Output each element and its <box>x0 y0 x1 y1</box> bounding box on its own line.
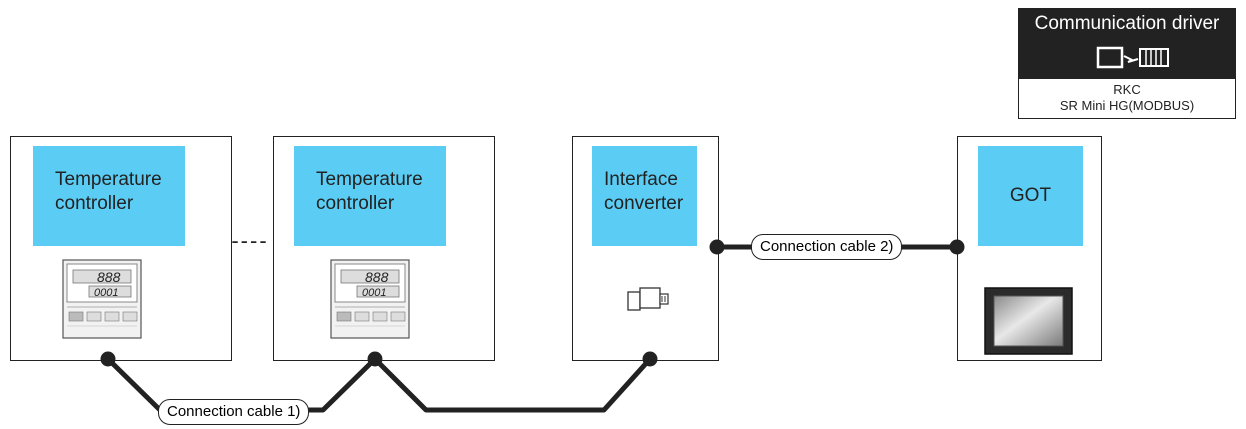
cable-1-endpoint-converter <box>642 351 658 367</box>
temperature-controller-2-label: Temperature controller <box>294 146 446 246</box>
temperature-controller-1-line1: Temperature <box>55 169 162 190</box>
got-label: GOT <box>978 146 1083 246</box>
communication-driver-badge: Communication driver RKC SR Mini HG(MODB… <box>1018 8 1236 119</box>
temperature-controller-1-line2: controller <box>55 193 134 214</box>
temperature-controller-2-icon: 888 0001 <box>330 259 410 339</box>
temperature-controller-2-line1: Temperature <box>316 169 423 190</box>
cable-2-endpoint-right <box>949 239 965 255</box>
temperature-controller-2-line2: controller <box>316 193 395 214</box>
driver-model: SR Mini HG(MODBUS) <box>1059 98 1195 113</box>
driver-body: RKC SR Mini HG(MODBUS) <box>1019 79 1235 114</box>
connection-cable-1-line-to-converter <box>373 357 652 413</box>
cable-2-endpoint-left <box>709 239 725 255</box>
cable-1-endpoint-controller-1 <box>100 351 116 367</box>
more-devices-ellipsis: ---- <box>231 228 269 253</box>
driver-title: Communication driver <box>1034 13 1220 34</box>
interface-converter-line2: converter <box>604 193 684 214</box>
driver-icon <box>1096 46 1169 69</box>
got-screen-icon <box>984 287 1073 355</box>
temperature-controller-1-icon: 888 0001 <box>62 259 142 339</box>
temperature-controller-1-label: Temperature controller <box>33 146 185 246</box>
cable-1-endpoint-controller-2 <box>367 351 383 367</box>
interface-converter-icon <box>627 287 669 311</box>
display-top-digits: 888 <box>97 269 121 285</box>
display-bottom-digits: 0001 <box>362 287 386 299</box>
display-bottom-digits: 0001 <box>94 287 118 299</box>
display-top-digits: 888 <box>365 269 389 285</box>
interface-converter-line1: Interface <box>604 169 678 190</box>
driver-maker: RKC <box>1113 82 1141 97</box>
driver-header: Communication driver <box>1019 9 1235 79</box>
interface-converter-label: Interface converter <box>592 146 697 246</box>
connection-cable-2-label: Connection cable 2) <box>751 234 903 260</box>
connection-cable-1-label: Connection cable 1) <box>158 399 310 425</box>
got-label-text: GOT <box>1009 185 1052 206</box>
